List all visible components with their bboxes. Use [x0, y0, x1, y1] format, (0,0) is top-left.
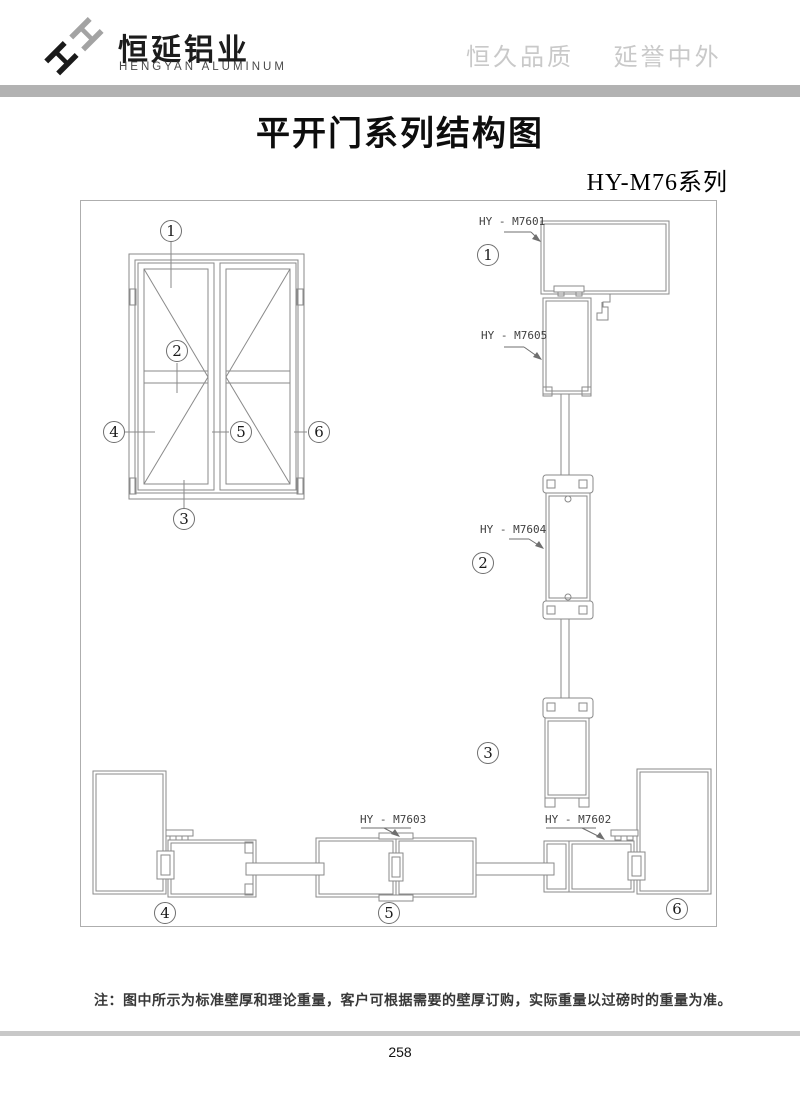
callout-4-circle: 4 — [103, 421, 125, 443]
profile-label-hy-m7604: HY - M7604 — [480, 523, 547, 536]
section-1-circle: 1 — [477, 244, 499, 266]
company-name-en: HENGYAN ALUMINUM — [119, 61, 287, 73]
callout-5-circle: 5 — [230, 421, 252, 443]
callout-6-circle: 6 — [308, 421, 330, 443]
company-slogan: 恒久品质 延誉中外 — [466, 37, 722, 72]
slogan-left: 恒久品质 — [466, 44, 574, 71]
section-2-circle: 2 — [472, 552, 494, 574]
company-logo: H H — [36, 10, 116, 84]
footnote: 注：图中所示为标准壁厚和理论重量，客户可根据需要的壁厚订购，实际重量以过磅时的重… — [94, 992, 732, 1008]
section-4-circle: 4 — [154, 902, 176, 924]
header-divider-bar — [0, 85, 800, 97]
callout-1-circle: 1 — [160, 220, 182, 242]
callout-2-circle: 2 — [166, 340, 188, 362]
callout-3-circle: 3 — [173, 508, 195, 530]
footer-divider-bar — [0, 1031, 800, 1036]
profile-label-hy-m7605: HY - M7605 — [481, 329, 548, 342]
label-leaders — [361, 231, 605, 840]
section-3-circle: 3 — [477, 742, 499, 764]
vertical-sections — [540, 220, 670, 808]
structure-diagram: 1 2 3 4 5 6 1 2 3 4 5 6 HY - M7601 HY - … — [80, 200, 717, 927]
company-name-cn: 恒延铝业 — [118, 34, 250, 67]
door-elevation — [125, 242, 307, 508]
profile-label-hy-m7603: HY - M7603 — [360, 813, 427, 826]
page-title: 平开门系列结构图 — [256, 115, 544, 153]
profile-label-hy-m7602: HY - M7602 — [545, 813, 612, 826]
series-label: HY-M76系列 — [586, 170, 728, 196]
slogan-right: 延誉中外 — [613, 44, 722, 71]
section-6-circle: 6 — [666, 898, 688, 920]
page-number: 258 — [388, 1044, 412, 1060]
horizontal-sections — [92, 768, 712, 902]
section-5-circle: 5 — [378, 902, 400, 924]
diagram-linework — [92, 220, 712, 902]
profile-label-hy-m7601: HY - M7601 — [479, 215, 546, 228]
